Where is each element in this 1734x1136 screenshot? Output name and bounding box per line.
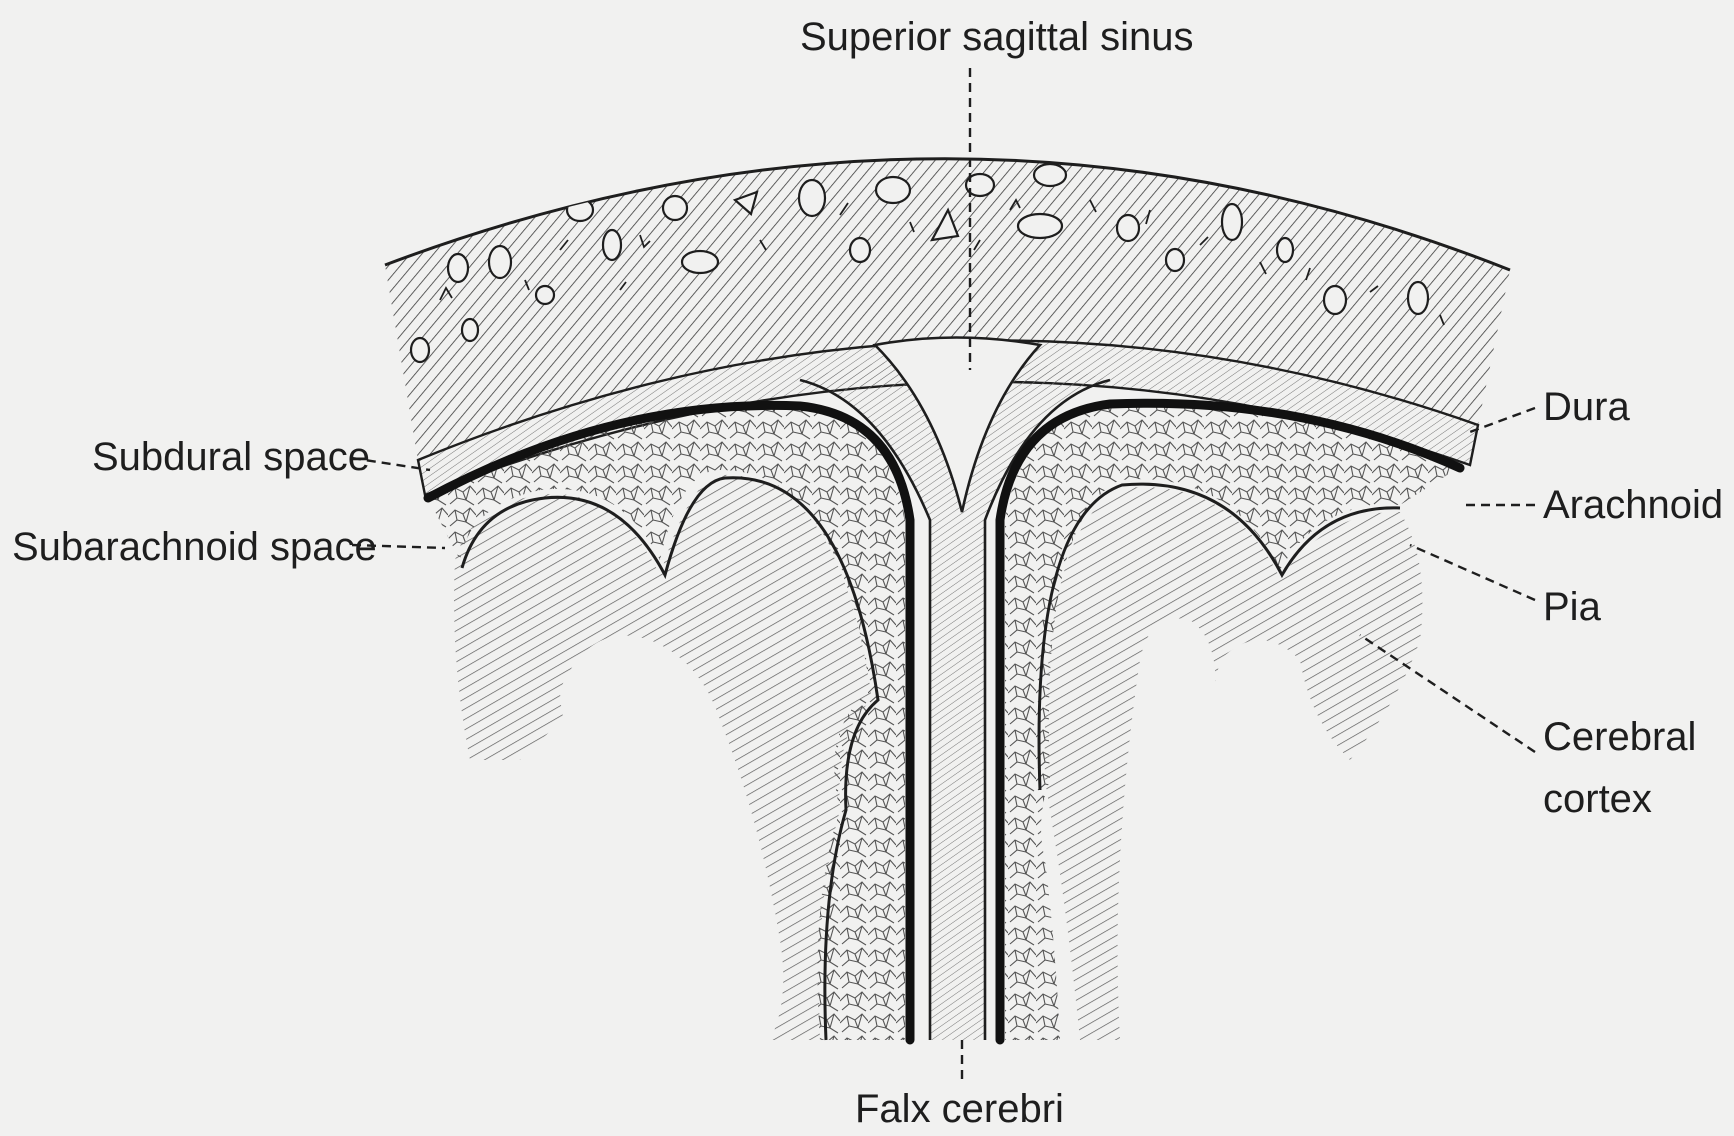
label-subarachnoid-space: Subarachnoid space (12, 525, 377, 569)
label-superior-sagittal-sinus: Superior sagittal sinus (800, 15, 1194, 59)
label-cerebral-cortex-line1: Cerebral (1543, 715, 1696, 759)
label-cerebral-cortex-line2: cortex (1543, 777, 1652, 821)
right-hemisphere (1000, 403, 1460, 1040)
label-subdural-space: Subdural space (92, 435, 370, 479)
label-falx-cerebri: Falx cerebri (855, 1087, 1064, 1131)
label-pia: Pia (1543, 585, 1602, 629)
label-dura: Dura (1543, 385, 1630, 429)
label-arachnoid: Arachnoid (1543, 483, 1723, 527)
left-hemisphere (428, 405, 910, 1040)
